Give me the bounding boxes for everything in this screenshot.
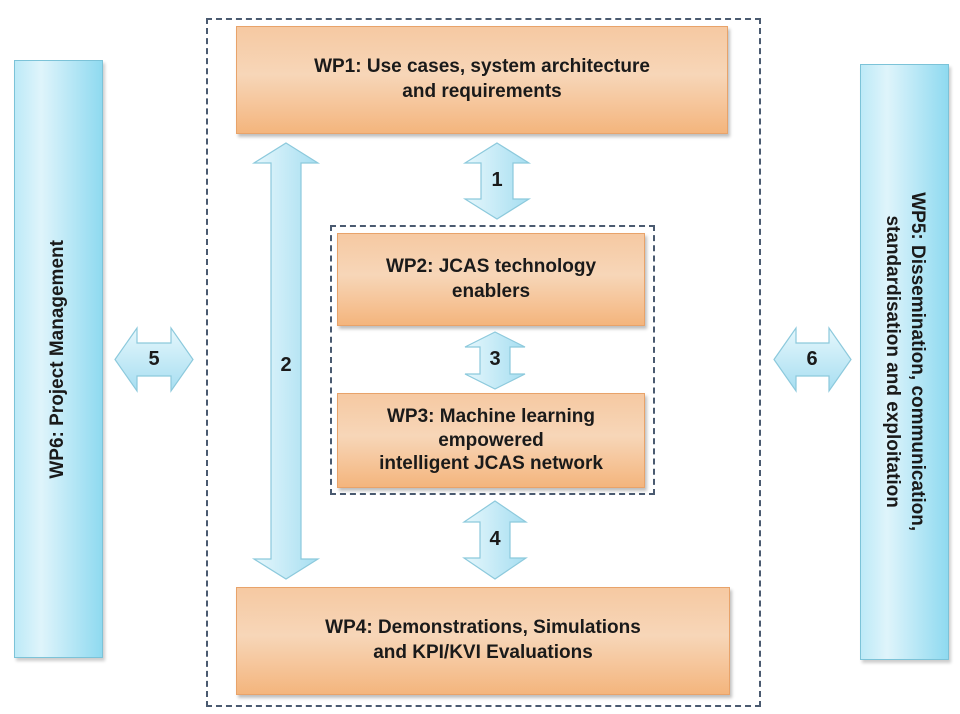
wp1-line-1: WP1: Use cases, system architecture (314, 56, 650, 78)
wp4-box: WP4: Demonstrations, Simulations and KPI… (236, 587, 730, 695)
link-arrow-2 (251, 142, 321, 580)
link-arrow-1 (462, 142, 532, 220)
link-label-6: 6 (806, 348, 818, 370)
core-wp-group (206, 18, 761, 707)
link-arrow-4 (462, 500, 528, 580)
wp4-line-1: WP4: Demonstrations, Simulations (325, 617, 641, 639)
wp5-bar: WP5: Dissemination, communication, stand… (860, 64, 949, 660)
wp2-line-2: enablers (451, 280, 531, 302)
wp6-bar: WP6: Project Management (14, 60, 103, 658)
wp3-line-3: intelligent JCAS network (379, 453, 603, 475)
wp2-wp3-group (330, 225, 655, 495)
link-label-2: 2 (280, 354, 292, 376)
wp5-line-1: WP5: Dissemination, communication, (907, 192, 929, 532)
wp3-box: WP3: Machine learning empowered intellig… (337, 393, 645, 488)
link-arrow-3 (464, 331, 526, 390)
wp3-line-2: empowered (438, 429, 544, 451)
link-label-3: 3 (489, 348, 501, 370)
link-label-1: 1 (491, 169, 503, 191)
wp5-line-2: standardisation and exploitation (882, 215, 904, 509)
link-label-4: 4 (489, 528, 501, 550)
wp4-line-2: and KPI/KVI Evaluations (373, 642, 593, 663)
link-label-5: 5 (148, 348, 160, 370)
link-arrow-6 (773, 326, 852, 393)
wp1-box: WP1: Use cases, system architecture and … (236, 26, 728, 134)
wp2-line-1: WP2: JCAS technology (385, 255, 597, 277)
wp2-box: WP2: JCAS technology enablers (337, 233, 645, 326)
link-arrow-5 (114, 326, 194, 393)
wp3-line-1: WP3: Machine learning (387, 405, 595, 427)
wp1-line-2: and requirements (402, 81, 562, 102)
wp6-line-1: WP6: Project Management (47, 239, 69, 479)
